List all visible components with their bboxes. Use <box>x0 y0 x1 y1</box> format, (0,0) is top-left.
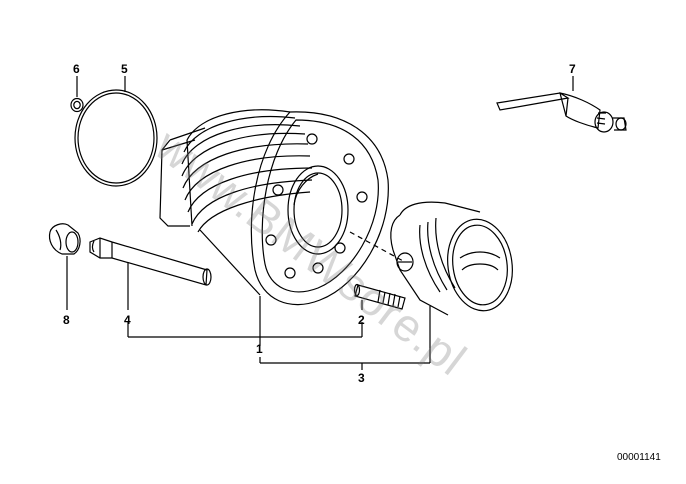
callout-6: 6 <box>73 62 80 76</box>
small-o-ring-part-6 <box>70 97 84 113</box>
sealant-tube-part-7 <box>496 92 627 133</box>
diagram-part-number: 00001141 <box>617 452 661 463</box>
callout-8: 8 <box>63 313 70 327</box>
callout-5: 5 <box>121 62 128 76</box>
piston-part-3 <box>390 201 513 316</box>
callout-4: 4 <box>124 313 131 327</box>
callout-2: 2 <box>358 313 365 327</box>
cap-nut-part-8 <box>48 223 81 255</box>
cylinder-part-1 <box>159 109 389 306</box>
callout-7: 7 <box>569 62 576 76</box>
callout-brackets <box>127 322 430 370</box>
large-o-ring-part-5 <box>74 89 158 187</box>
assembly-dashed-line <box>349 231 406 263</box>
stud-part-2 <box>353 283 406 310</box>
guide-sleeve-part-4 <box>89 237 212 286</box>
callout-3: 3 <box>358 371 365 385</box>
callout-1: 1 <box>256 342 263 356</box>
